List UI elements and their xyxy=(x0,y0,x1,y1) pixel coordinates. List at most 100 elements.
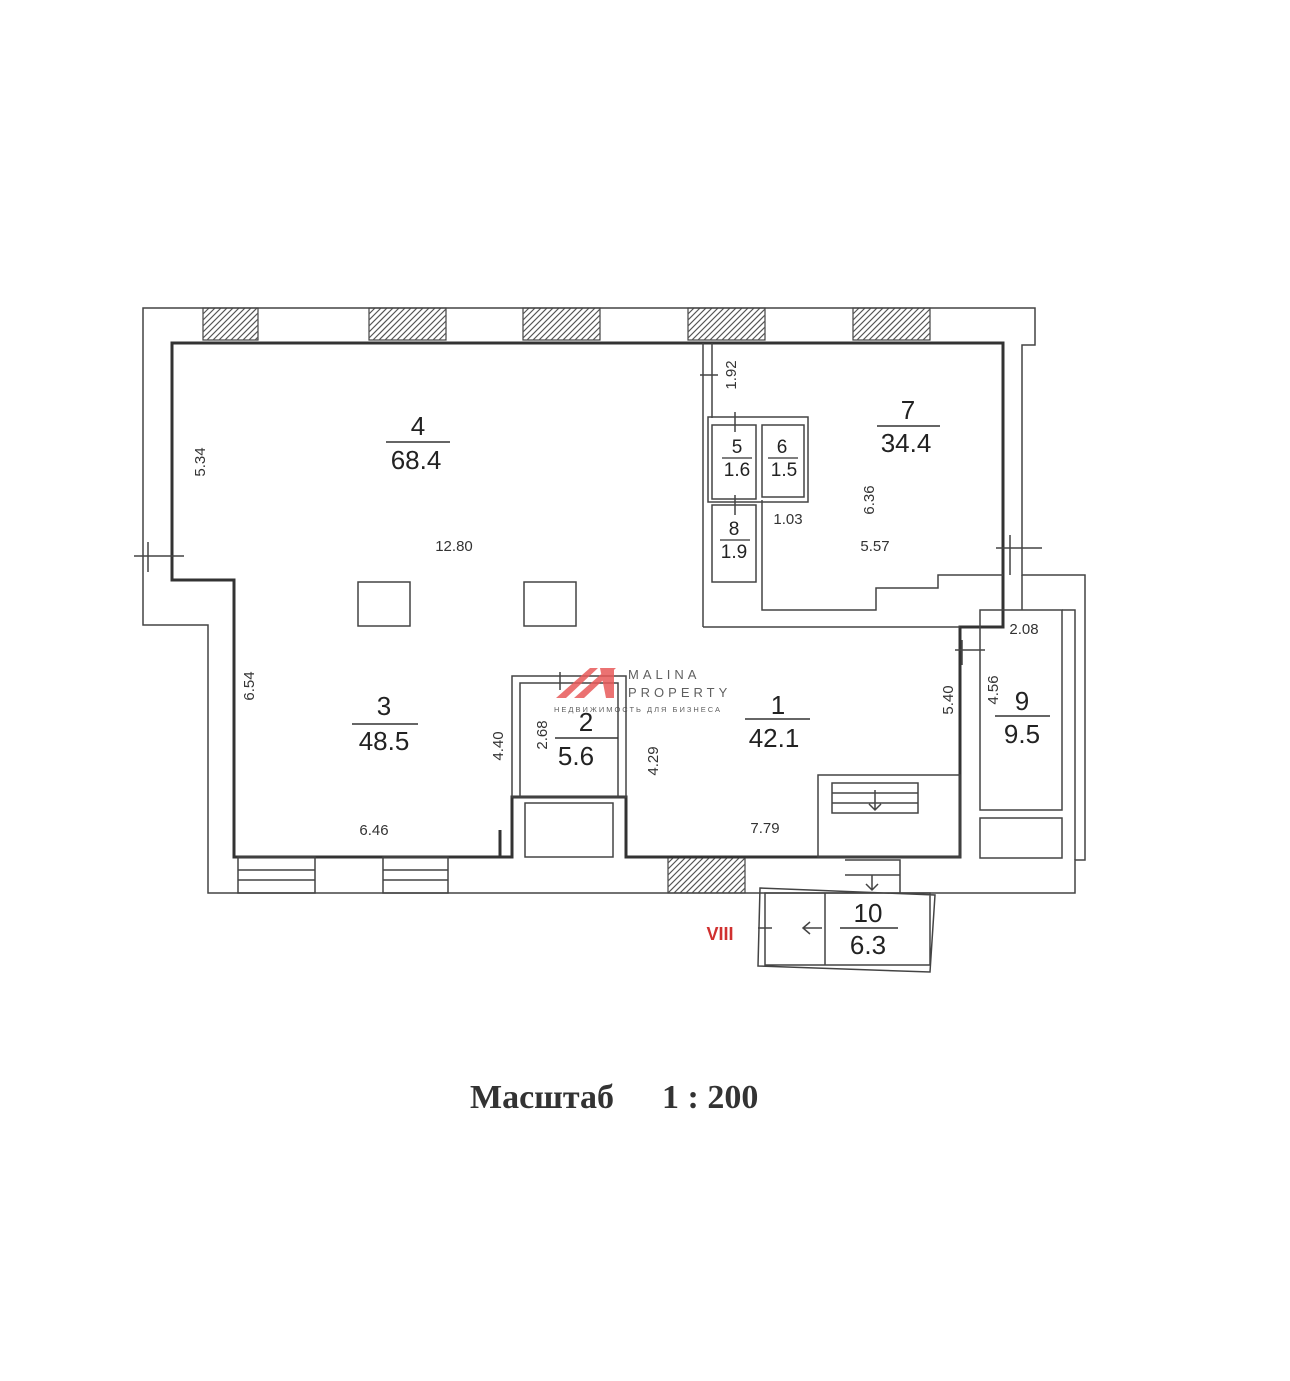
hatch-line xyxy=(598,338,601,341)
outer-wall xyxy=(142,307,1086,894)
hatch-line xyxy=(709,307,743,341)
hatch-line xyxy=(522,307,536,321)
hatch-line xyxy=(667,856,699,888)
hatch-line xyxy=(739,314,766,341)
hatch-line xyxy=(862,307,896,341)
dimension: 7.79 xyxy=(750,820,779,837)
hatch-line xyxy=(242,324,259,341)
room-area: 6.3 xyxy=(850,930,886,960)
dimension: 2.68 xyxy=(534,720,551,749)
room-number: 1 xyxy=(771,690,785,720)
room-area: 1.5 xyxy=(771,460,797,481)
room-number: 7 xyxy=(901,395,915,425)
hatch-line xyxy=(420,314,447,341)
wc-block xyxy=(707,416,809,503)
hatch-line xyxy=(408,307,442,341)
hatch-line xyxy=(438,332,447,341)
hatch-line xyxy=(556,307,590,341)
hatch-line xyxy=(230,312,259,341)
hatch-line xyxy=(898,308,931,341)
hatch-line xyxy=(757,332,766,341)
hatch-line xyxy=(384,307,418,341)
room-10 xyxy=(757,859,936,973)
hatch-line xyxy=(691,856,729,894)
hatch-line xyxy=(522,307,542,327)
hatch-line xyxy=(709,857,746,894)
hatch-line xyxy=(544,307,578,341)
hatch-line xyxy=(739,887,746,894)
room-number: 9 xyxy=(1015,686,1029,716)
room-number: 8 xyxy=(729,519,740,540)
hatch-line xyxy=(538,307,572,341)
hatch-line xyxy=(432,326,447,341)
dimension: 6.54 xyxy=(241,671,258,700)
dimension: 4.29 xyxy=(645,746,662,775)
room-area: 48.5 xyxy=(359,726,410,756)
room-2 xyxy=(519,682,619,798)
right-annex xyxy=(1021,575,1076,860)
hatch-line xyxy=(522,307,530,315)
hatch-line xyxy=(522,307,554,339)
room-area: 5.6 xyxy=(558,741,594,771)
hatch-line xyxy=(574,314,601,341)
hatch-line xyxy=(703,307,737,341)
hatch-line xyxy=(928,338,931,341)
hatch-line xyxy=(532,307,566,341)
window-hatches xyxy=(202,307,931,894)
hatch-line xyxy=(396,307,430,341)
room-7-wall xyxy=(761,500,1003,611)
room-5 xyxy=(711,424,757,500)
hatch-line xyxy=(687,307,713,333)
hatch-line xyxy=(852,307,866,321)
dimension: 5.40 xyxy=(940,685,957,714)
scale-label: Масштаб xyxy=(470,1079,614,1116)
hatch-line xyxy=(679,856,717,894)
room-number: 3 xyxy=(377,691,391,721)
hatch-line xyxy=(697,307,731,341)
hatch-line xyxy=(904,314,931,341)
stair xyxy=(817,774,961,858)
dimension: 12.80 xyxy=(435,538,473,555)
hatch-line xyxy=(852,307,878,333)
hatch-line xyxy=(727,875,746,894)
hatch-line xyxy=(673,856,711,894)
partition-4-7 xyxy=(702,343,960,628)
dimension: 2.08 xyxy=(1009,621,1038,638)
room-area: 34.4 xyxy=(881,428,932,458)
hatch-line xyxy=(916,326,931,341)
hatch-line xyxy=(685,856,723,894)
hatch-line xyxy=(715,863,746,894)
stair-steps xyxy=(831,782,919,814)
niche xyxy=(524,802,614,858)
window xyxy=(237,856,449,894)
logo-line2: PROPERTY xyxy=(628,685,731,700)
hatch-line xyxy=(886,307,920,341)
dimension: 4.40 xyxy=(490,731,507,760)
hatch-line xyxy=(715,307,749,341)
hatch-line xyxy=(667,856,705,894)
hatch-line xyxy=(868,307,902,341)
room-area: 1.6 xyxy=(724,460,750,481)
hatch-line xyxy=(763,338,766,341)
hatch-line xyxy=(745,320,766,341)
logo-mark-icon xyxy=(556,668,616,698)
hatch-line xyxy=(733,308,766,341)
door-marks xyxy=(134,374,1042,690)
hatch-line xyxy=(687,307,695,315)
hatch-line xyxy=(550,307,584,341)
room-9 xyxy=(979,609,1063,811)
room-area: 42.1 xyxy=(749,723,800,753)
hatch-line xyxy=(703,856,741,894)
hatch-line xyxy=(697,856,735,894)
hatch-line xyxy=(254,336,259,341)
hatch-line xyxy=(880,307,914,341)
room-number: 6 xyxy=(777,437,788,458)
hatch-line xyxy=(852,307,872,327)
hatch-line xyxy=(874,307,908,341)
hatch-line xyxy=(414,308,447,341)
hatch-line xyxy=(224,307,258,341)
room-area: 1.9 xyxy=(721,542,747,563)
hatch-line xyxy=(202,307,234,339)
hatch-line xyxy=(368,307,388,327)
